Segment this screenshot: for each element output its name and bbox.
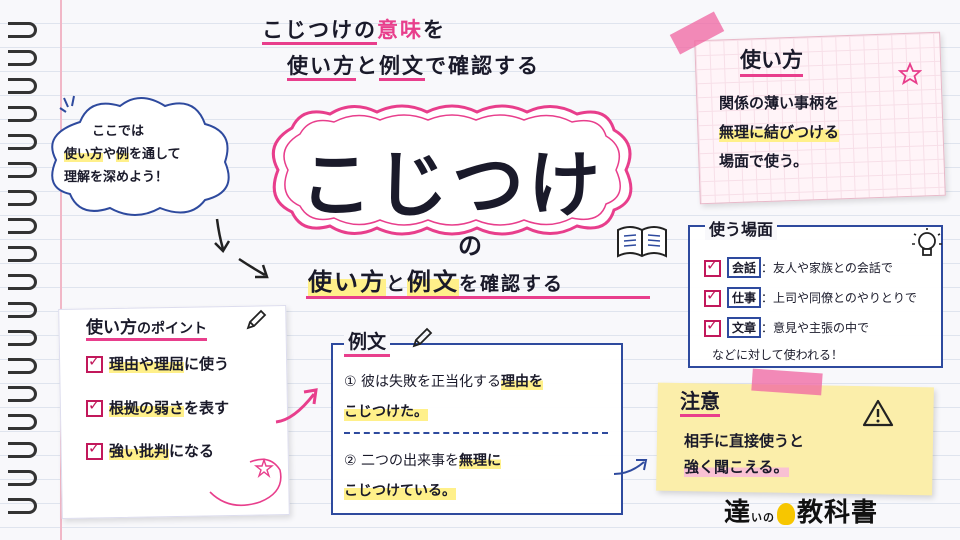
point-row-2: 根拠の弱さを表す: [86, 396, 230, 418]
header-line-2: 使い方と例文で確認する: [287, 50, 540, 81]
usage-line-3: 場面で使う。: [719, 152, 809, 170]
points-title: 使い方のポイント: [86, 313, 207, 341]
example-2-line-2: こじつけている。: [344, 480, 456, 500]
pencil-icon: [246, 309, 267, 330]
logo-part: 教科書: [797, 498, 879, 528]
scene-row-2: 仕事：上司や同僚とのやりとりで: [704, 286, 917, 308]
point-rest: になる: [169, 442, 215, 460]
points-title-usage: 使い方: [86, 318, 137, 338]
scene-row-3: 文章：意見や主張の中で: [704, 316, 870, 338]
check-icon: [704, 286, 721, 307]
scenes-title: 使う場面: [705, 216, 778, 240]
caution-line-2: 強く聞こえる。: [684, 456, 789, 477]
star-doodle-icon: [209, 457, 282, 507]
point-row-3: 強い批判になる: [86, 439, 215, 461]
scene-text: ：意見や主張の中で: [761, 321, 870, 335]
cloud-line-2: 使い方や例を通して: [64, 143, 181, 162]
check-icon: [86, 439, 103, 460]
scene-row-1: 会話：友人や家族との会話で: [704, 256, 893, 278]
sparkle-icon: [59, 95, 75, 113]
arrow-down-icon: [214, 218, 269, 279]
subtitle-example: 例文: [407, 268, 460, 296]
main-title-frame: [271, 104, 633, 236]
example-text: 彼は失敗を正当化する: [361, 374, 502, 390]
cloud-bubble: [51, 97, 230, 216]
point-rest: を表す: [184, 399, 230, 417]
point-row-1: 理由や理屈に使う: [86, 352, 230, 374]
example-1-line-2: こじつけた。: [344, 401, 428, 421]
example-text: 二つの出来事を: [361, 453, 460, 469]
subtitle-underline: [306, 296, 650, 299]
example-highlight: 理由を: [501, 374, 544, 390]
example-1-line-1: ① 彼は失敗を正当化する理由を: [344, 371, 544, 391]
logo-part: 達: [724, 498, 752, 528]
example-number: ②: [344, 453, 357, 469]
scene-tag: 仕事: [727, 287, 762, 308]
cloud-or: や: [103, 147, 117, 162]
header-example: 例文: [379, 54, 425, 81]
point-rest: に使う: [184, 355, 230, 373]
main-particle: の: [458, 232, 482, 260]
header-confirm: で確認する: [425, 54, 540, 78]
example-divider: [344, 432, 608, 434]
usage-title: 使い方: [740, 44, 803, 77]
header-and: と: [356, 54, 379, 78]
header-line-1: こじつけの意味を: [262, 14, 446, 45]
header-particle: を: [423, 18, 446, 42]
example-number: ①: [344, 374, 357, 390]
caution-line-1: 相手に直接使うと: [684, 432, 805, 450]
check-icon: [704, 316, 721, 337]
subtitle-confirm: を確認する: [459, 273, 565, 295]
navy-arrow-icon: [613, 459, 648, 475]
subtitle-usage: 使い方: [308, 268, 386, 296]
point-highlight: 強い批判: [109, 442, 170, 460]
notebook-margin-line: [60, 0, 62, 540]
scene-text: ：友人や家族との会話で: [761, 261, 893, 275]
point-highlight: 根拠の弱さ: [109, 399, 185, 417]
header-meaning: 意味: [377, 18, 423, 42]
scene-text: ：上司や同僚とのやりとりで: [761, 291, 917, 305]
cloud-usage: 使い方: [64, 147, 104, 162]
example-highlight: 無理に: [459, 453, 502, 469]
logo: 達いの 教科書: [724, 492, 878, 529]
scenes-footer: などに対して使われる！: [712, 348, 844, 362]
examples-title: 例文: [344, 327, 391, 357]
logo-part: いの: [751, 511, 776, 524]
check-icon: [86, 352, 103, 373]
header-usage: 使い方: [287, 54, 356, 81]
cloud-example: 例: [116, 147, 130, 162]
example-2-line-1: ② 二つの出来事を無理に: [344, 450, 502, 470]
lightbulb-icon: [912, 228, 942, 256]
cloud-through: を通して: [129, 147, 181, 162]
cloud-line-1: ここでは: [92, 124, 145, 139]
usage-line-1: 関係の薄い事柄を: [719, 94, 840, 112]
warning-icon: [862, 399, 894, 427]
usage-line-2: 無理に結びつける: [719, 121, 840, 142]
check-icon: [704, 256, 721, 277]
header-word: こじつけの: [262, 18, 377, 45]
main-subtitle: 使い方と例文を確認する: [308, 262, 564, 297]
points-title-point: のポイント: [137, 321, 207, 337]
scene-tag: 会話: [727, 257, 762, 278]
point-highlight: 理由や理屈: [109, 355, 185, 373]
check-icon: [86, 396, 103, 417]
pencil-icon: [412, 327, 433, 348]
cloud-line-3: 理解を深めよう！: [64, 170, 169, 185]
star-icon: [898, 62, 922, 85]
book-icon: [617, 226, 667, 258]
lightbulb-logo-icon: [777, 502, 796, 525]
spiral-binding: [0, 0, 40, 540]
scene-tag: 文章: [727, 317, 762, 338]
main-word: こじつけ: [300, 143, 605, 227]
caution-title: 注意: [680, 385, 720, 417]
usage-card: [694, 31, 946, 205]
pink-arrow-icon: [275, 388, 318, 424]
subtitle-and: と: [386, 273, 408, 295]
